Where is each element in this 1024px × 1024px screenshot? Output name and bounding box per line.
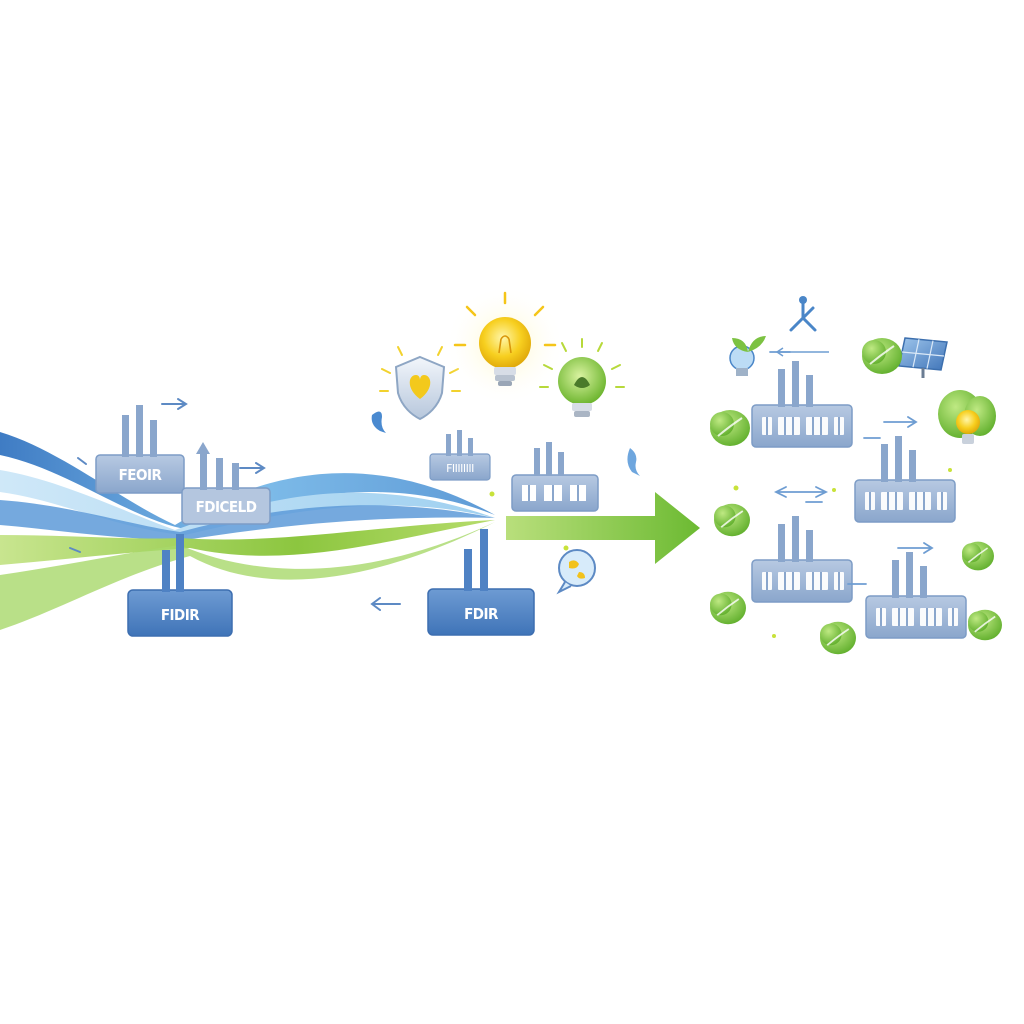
factory-right-2	[854, 435, 956, 523]
leaf-plant-icon	[709, 409, 751, 447]
factory-center-right: FDIR	[427, 529, 535, 636]
arrow-icons	[69, 398, 401, 611]
factory-label: FDICELD	[196, 498, 257, 516]
wind-turbine-icon	[775, 296, 829, 357]
factory-right-3	[751, 515, 853, 603]
eco-lightbulb-icon	[938, 390, 996, 444]
leaf-plant-icon	[713, 502, 751, 538]
factory-label: FEOIR	[119, 466, 163, 484]
shield-heart-icon	[379, 346, 461, 421]
energy-ribbons	[0, 432, 495, 630]
swirl-arrow-icon	[371, 411, 386, 433]
factory-right-4	[865, 551, 967, 639]
solar-panel-icon	[898, 337, 948, 378]
green-industry-cluster	[489, 296, 1003, 656]
leaf-plant-icon	[732, 336, 766, 352]
arrow-icons	[769, 351, 934, 585]
eco-lightbulb-icon	[539, 338, 625, 417]
ribbon-blue-pale	[0, 470, 495, 535]
sparkle-dots	[489, 468, 952, 638]
ribbon-blue-top	[0, 432, 495, 530]
factory-left-bottom: FIDIR	[127, 534, 233, 637]
leaf-plant-icon	[819, 620, 857, 656]
leaf-plant-icon	[961, 540, 995, 572]
factory-left-mid: FDICELD	[181, 442, 271, 525]
factory-center-mid	[511, 442, 599, 512]
leaf-plant-icon	[709, 590, 747, 626]
lightbulb-icon	[445, 285, 565, 405]
swirl-arrow-icon	[627, 448, 640, 476]
factory-left-top: FEOIR	[95, 405, 185, 494]
leaf-plant-icon	[861, 337, 903, 375]
factory-label: FIIIIIIII	[446, 462, 474, 475]
transition-arrow	[506, 492, 700, 564]
leaf-plant-icon	[967, 608, 1003, 642]
globe-bubble-icon	[556, 549, 596, 595]
factory-label: FDIR	[464, 605, 499, 623]
ribbon-green-2	[0, 522, 495, 630]
factory-right-1	[751, 360, 853, 448]
factory-center-small: FIIIIIIII	[429, 430, 491, 481]
factory-label: FIDIR	[161, 606, 200, 624]
ribbon-green-1	[0, 520, 495, 565]
